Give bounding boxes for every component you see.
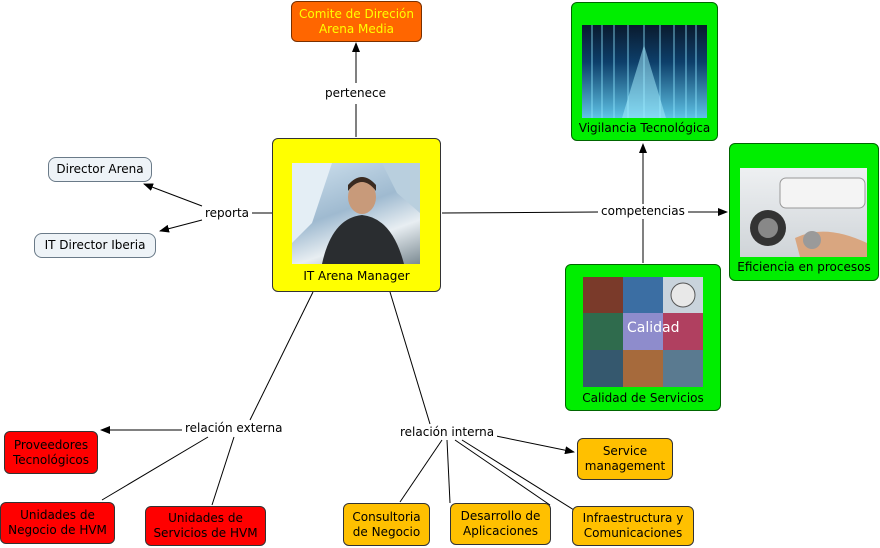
vehicles-graphic	[750, 177, 867, 257]
director-arena-label: Director Arena	[56, 162, 144, 176]
data-center-image	[582, 25, 707, 118]
calidad-overlay-text: Calidad	[627, 320, 680, 336]
vigilancia-label: Vigilancia Tecnológica	[578, 121, 711, 135]
server-rows-graphic	[591, 25, 697, 118]
consultoria-label: Consultoria de Negocio	[352, 509, 421, 539]
consultoria-node[interactable]: Consultoria de Negocio	[343, 503, 430, 546]
unidades-servicios-node[interactable]: Unidades de Servicios de HVM	[145, 506, 266, 546]
eficiencia-node[interactable]: Eficiencia en procesos	[729, 143, 879, 281]
processes-image	[740, 168, 867, 257]
comite-node[interactable]: Comite de Direción Arena Media	[291, 1, 422, 42]
desarrollo-node[interactable]: Desarrollo de Aplicaciones	[450, 503, 551, 545]
vigilancia-node[interactable]: Vigilancia Tecnológica	[571, 2, 718, 141]
center-node[interactable]: IT Arena Manager	[272, 138, 441, 292]
infraestructura-label: Infraestructura y Comunicaciones	[582, 511, 684, 540]
center-label: IT Arena Manager	[303, 269, 410, 283]
portrait-figure	[292, 163, 420, 264]
proveedores-node[interactable]: Proveedores Tecnológicos	[4, 431, 98, 474]
infraestructura-node[interactable]: Infraestructura y Comunicaciones	[572, 506, 694, 546]
it-director-iberia-node[interactable]: IT Director Iberia	[34, 233, 156, 258]
calidad-node[interactable]: Calidad Calidad de Servicios	[565, 264, 721, 411]
relacion-interna-label: relación interna	[397, 425, 498, 439]
collage-graphic	[583, 277, 703, 387]
relacion-externa-label: relación externa	[182, 421, 286, 435]
service-management-node[interactable]: Service management	[577, 438, 673, 480]
proveedores-label: Proveedores Tecnológicos	[12, 437, 90, 467]
eficiencia-label: Eficiencia en procesos	[737, 260, 871, 274]
calidad-label: Calidad de Servicios	[582, 391, 704, 405]
portrait-photo	[292, 163, 420, 264]
it-director-iberia-label: IT Director Iberia	[44, 238, 146, 252]
unidades-servicios-label: Unidades de Servicios de HVM	[153, 511, 258, 540]
unidades-negocio-node[interactable]: Unidades de Negocio de HVM	[0, 502, 115, 544]
comite-label: Comite de Direción Arena Media	[299, 6, 414, 36]
pertenece-label: pertenece	[322, 86, 389, 100]
director-arena-node[interactable]: Director Arena	[48, 157, 152, 182]
reporta-label: reporta	[202, 206, 253, 220]
quality-collage-image: Calidad	[583, 277, 703, 387]
service-management-label: Service management	[584, 444, 666, 473]
competencias-label: competencias	[598, 204, 688, 218]
desarrollo-label: Desarrollo de Aplicaciones	[460, 509, 541, 538]
unidades-negocio-label: Unidades de Negocio de HVM	[8, 508, 107, 537]
